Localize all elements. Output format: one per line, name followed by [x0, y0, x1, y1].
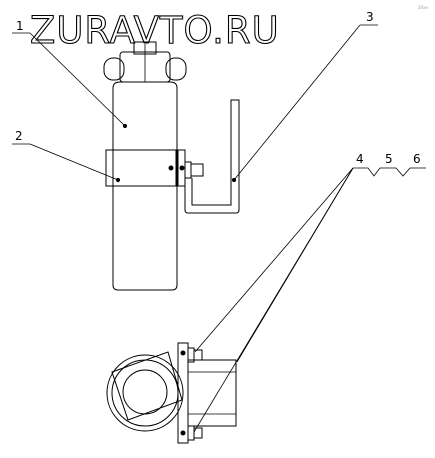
- rivet-left: [168, 165, 174, 171]
- bolt-head: [190, 163, 204, 177]
- receiver-drier-front-view: [103, 41, 240, 291]
- drier-fitting-circle: [122, 369, 168, 415]
- lower-bolt-shank: [187, 425, 195, 441]
- bracket-plate: [187, 359, 237, 427]
- mounting-band: [105, 149, 179, 187]
- rivet-right: [179, 165, 185, 171]
- l-bracket: [184, 99, 240, 214]
- callout-456-leader-c: [193, 167, 354, 433]
- right-fitting: [165, 57, 187, 81]
- callout-2-leader: [29, 143, 119, 181]
- upper-bolt-head: [193, 349, 203, 361]
- callout-456-baseline: [353, 167, 426, 177]
- callout-1-label: 1: [16, 19, 24, 33]
- cylinder-body: [112, 81, 178, 291]
- watermark-text: ZURAVTO.RU: [30, 9, 280, 52]
- callout-3-label: 3: [366, 10, 374, 24]
- callout-6-label: 6: [413, 152, 421, 166]
- callouts: 1 2 3 4 5 6: [12, 10, 426, 433]
- bolt-washer: [184, 161, 192, 179]
- callout-456-leader-a: [194, 167, 354, 353]
- callout-3-leader: [233, 24, 361, 181]
- corner-text: 20xx: [418, 5, 428, 10]
- left-fitting: [103, 57, 125, 81]
- callout-4-label: 4: [356, 152, 364, 166]
- callout-1-leader: [29, 32, 126, 127]
- callout-5-label: 5: [385, 152, 393, 166]
- drier-cap-outline: [111, 351, 183, 421]
- drier-outer-circle: [106, 354, 184, 432]
- receiver-drier-top-view: [106, 342, 237, 444]
- callout-2-label: 2: [15, 129, 23, 143]
- lower-bolt-head: [193, 427, 203, 439]
